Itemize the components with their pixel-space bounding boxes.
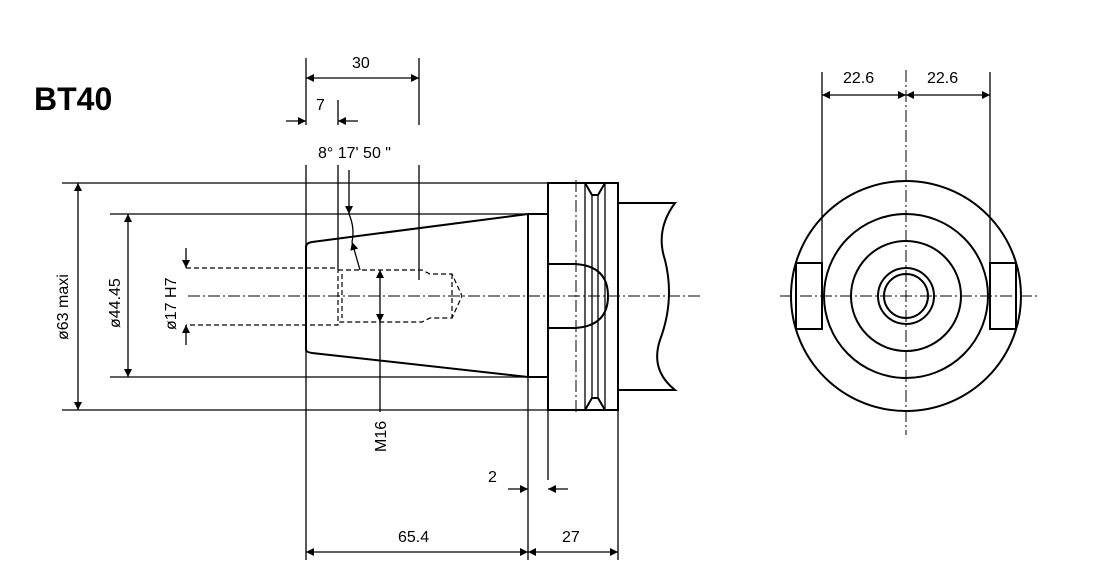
shank-break (618, 202, 678, 391)
dim-m16: M16 (373, 421, 390, 452)
dim-2: 2 (488, 469, 497, 486)
side-view (186, 180, 700, 414)
taper-bottom (305, 349, 548, 378)
end-view: 22.6 22.6 (780, 70, 1040, 435)
dim-44: ø44.45 (107, 278, 124, 328)
drawing-title: BT40 (34, 81, 112, 117)
dim-65: 65.4 (398, 529, 429, 546)
dim-22-right: 22.6 (927, 70, 958, 87)
dim-22-left: 22.6 (843, 70, 874, 87)
dim-angle: 8° 17' 50 " (318, 145, 391, 162)
dim-17: ø17 H7 (163, 277, 180, 330)
dim-30: 30 (352, 55, 370, 72)
dim-7: 7 (316, 97, 325, 114)
dim-27: 27 (562, 529, 580, 546)
dim-63: ø63 maxi (55, 274, 72, 340)
